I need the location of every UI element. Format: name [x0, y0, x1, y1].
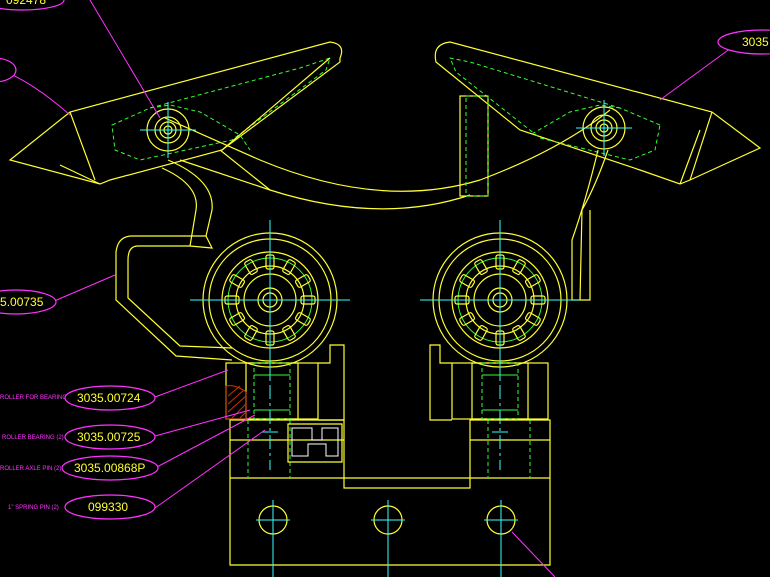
bearing-roller	[294, 312, 311, 326]
right-pivot-pin	[576, 100, 632, 156]
left-link-arm	[115, 159, 233, 361]
left-pivot-pin	[140, 102, 196, 158]
callout-top-left-text: 092478	[6, 0, 46, 7]
left-roller-bearing	[190, 220, 350, 380]
right-roller-bearing	[420, 220, 580, 380]
bearing-roller	[282, 324, 296, 341]
left-roller-housing	[225, 344, 345, 421]
bearing-roller	[474, 259, 488, 276]
axle-pin-part-number: 3035.00868P	[74, 461, 145, 475]
callout-top-right-text: 3035	[742, 35, 769, 49]
left-lever-arm	[8, 41, 611, 210]
bearing-roller	[244, 324, 258, 341]
axle-pin-label: ROLLER AXLE PIN (2)	[0, 466, 61, 472]
callout-left-mid-text: 3035.00735	[0, 295, 44, 309]
bearing-roller	[524, 312, 541, 326]
bearing-roller	[474, 324, 488, 341]
callout-top-right: 3035	[717, 29, 770, 55]
bearing-roller	[459, 274, 476, 288]
bearing-label: ROLLER BEARING (2)	[2, 435, 64, 441]
roller-label: ROLLER FOR BEARING (2)	[0, 395, 76, 401]
leader-lines	[0, 0, 736, 577]
bearing-roller	[524, 274, 541, 288]
bearing-roller	[294, 274, 311, 288]
bearing-roller	[229, 312, 246, 326]
callout-bearing: ROLLER BEARING (2) 3035.00725	[2, 424, 156, 450]
callout-roller: ROLLER FOR BEARING (2) 3035.00724	[0, 385, 156, 411]
bearing-roller	[512, 324, 526, 341]
right-lever-arm	[434, 41, 762, 197]
callout-left-mid: 3035.00735	[0, 289, 57, 315]
right-link-arm	[571, 149, 609, 301]
callout-spring-pin: 1" SPRING PIN (2) 099330	[8, 494, 156, 520]
bearing-roller	[459, 312, 476, 326]
roller-part-number: 3035.00724	[77, 391, 141, 405]
callout-top-left: 092478	[0, 0, 65, 11]
bearing-roller	[282, 259, 296, 276]
base-block	[229, 360, 551, 577]
bearing-roller	[512, 259, 526, 276]
bearing-part-number: 3035.00725	[77, 430, 141, 444]
callout-left-arm	[0, 57, 17, 83]
spring-pin-part-number: 099330	[88, 500, 128, 514]
bearing-roller	[229, 274, 246, 288]
callout-axle-pin: ROLLER AXLE PIN (2) 3035.00868P	[0, 455, 159, 481]
spring-pin-label: 1" SPRING PIN (2)	[8, 505, 59, 511]
bearing-roller	[244, 259, 258, 276]
right-roller-housing	[429, 344, 549, 421]
